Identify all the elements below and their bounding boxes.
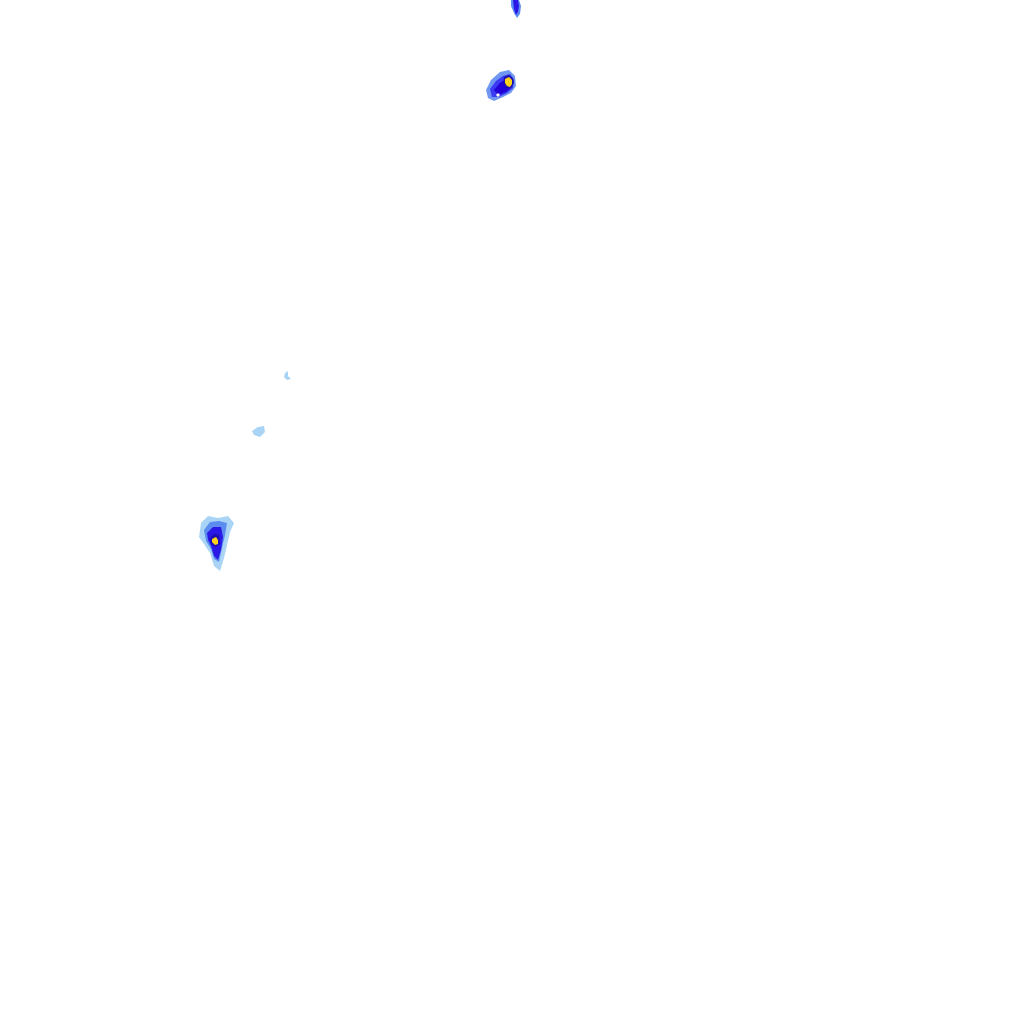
- echo-north-cell: [486, 70, 516, 101]
- echo-trace-west-2: [252, 426, 265, 437]
- echo-north-edge: [511, 0, 521, 18]
- echo-southwest-cell: [199, 516, 234, 571]
- echo-trace-west-1: [284, 371, 291, 380]
